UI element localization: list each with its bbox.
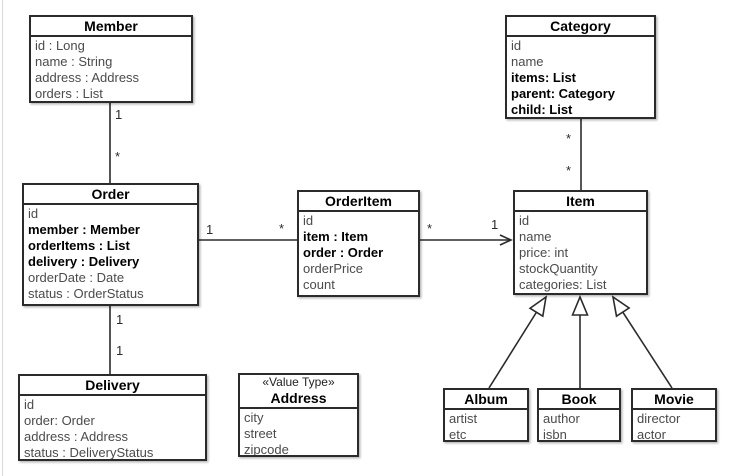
attribute: child: List: [511, 102, 573, 117]
attribute-compartment: id : Long name : String address : Addres…: [31, 37, 191, 101]
attribute-compartment: artist etc: [445, 410, 527, 442]
class-box-orderitem: OrderItem id item : Item order : Order o…: [297, 190, 420, 297]
multiplicity-label: *: [427, 221, 433, 236]
attribute: orderDate : Date: [28, 270, 125, 285]
class-box-book: Book author isbn: [537, 388, 621, 442]
attribute-compartment: city street zipcode: [240, 409, 357, 457]
attribute: stockQuantity: [519, 261, 598, 276]
attribute: status : DeliveryStatus: [24, 445, 154, 460]
attribute: categories: List: [519, 277, 607, 292]
class-box-movie: Movie director actor: [631, 388, 717, 442]
attribute: etc: [449, 427, 467, 442]
attribute: orderItems : List: [28, 238, 130, 253]
class-box-delivery: Delivery id order: Order address : Addre…: [18, 374, 207, 461]
attribute: status : OrderStatus: [28, 286, 144, 301]
attribute: id: [28, 206, 39, 221]
attribute: id: [519, 213, 530, 228]
attribute-compartment: director actor: [633, 410, 715, 442]
multiplicity-label: 1: [115, 107, 123, 122]
class-box-address: «Value Type» Address city street zipcode: [238, 373, 359, 457]
attribute: id: [24, 397, 35, 412]
attribute: id: [303, 213, 314, 228]
attribute: orders : List: [35, 86, 103, 101]
multiplicity-label: *: [115, 149, 121, 164]
attribute: order : Order: [303, 245, 384, 260]
class-title: Book: [539, 390, 619, 410]
attribute: member : Member: [28, 222, 140, 237]
attribute: orderPrice: [303, 261, 363, 276]
attribute: name : String: [35, 54, 113, 69]
attribute: delivery : Delivery: [28, 254, 140, 269]
class-title: Address: [240, 389, 357, 409]
attribute: name: [519, 229, 552, 244]
attribute-compartment: id name price: int stockQuantity categor…: [515, 212, 646, 293]
attribute: id : Long: [35, 38, 85, 53]
attribute: zipcode: [244, 442, 289, 457]
attribute-compartment: id item : Item order : Order orderPrice …: [299, 212, 418, 293]
multiplicity-label: *: [279, 221, 285, 236]
multiplicity-label: 1: [206, 222, 214, 237]
attribute-compartment: id name items: List parent: Category chi…: [507, 37, 654, 117]
attribute: id: [511, 38, 522, 53]
multiplicity-label: 1: [491, 217, 499, 232]
multiplicity-label: 1: [116, 312, 124, 327]
attribute: actor: [637, 427, 666, 442]
class-title: Album: [445, 390, 527, 410]
attribute: item : Item: [303, 229, 369, 244]
attribute: name: [511, 54, 544, 69]
attribute: author: [543, 411, 580, 426]
attribute: address : Address: [35, 70, 140, 85]
multiplicity-label: 1: [116, 343, 124, 358]
class-box-category: Category id name items: List parent: Cat…: [505, 15, 656, 119]
attribute: parent: Category: [511, 86, 616, 101]
class-box-member: Member id : Long name : String address :…: [29, 15, 193, 103]
class-title: OrderItem: [299, 192, 418, 212]
attribute-compartment: id order: Order address : Address status…: [20, 396, 205, 460]
attribute: street: [244, 426, 277, 441]
class-title: Movie: [633, 390, 715, 410]
attribute-compartment: id member : Member orderItems : List del…: [24, 205, 197, 302]
attribute: city: [244, 410, 264, 425]
attribute: isbn: [543, 427, 567, 442]
class-title: Item: [515, 192, 646, 212]
page-left-border: [2, 0, 3, 476]
attribute: items: List: [511, 70, 577, 85]
class-title: Delivery: [20, 376, 205, 396]
class-title: Member: [31, 17, 191, 37]
class-box-item: Item id name price: int stockQuantity ca…: [513, 190, 648, 295]
attribute: count: [303, 277, 335, 292]
attribute: price: int: [519, 245, 569, 260]
attribute: director: [637, 411, 681, 426]
attribute: artist: [449, 411, 478, 426]
attribute-compartment: author isbn: [539, 410, 619, 442]
multiplicity-label: *: [566, 163, 572, 178]
class-title: Order: [24, 185, 197, 205]
multiplicity-label: *: [566, 131, 572, 146]
generalization-movie-item: [611, 295, 673, 389]
generalization-album-item: [488, 295, 548, 389]
class-title: Category: [507, 17, 654, 37]
class-box-album: Album artist etc: [443, 388, 529, 442]
class-box-order: Order id member : Member orderItems : Li…: [22, 183, 199, 306]
attribute: address : Address: [24, 429, 129, 444]
attribute: order: Order: [24, 413, 95, 428]
stereotype-label: «Value Type»: [262, 375, 335, 389]
